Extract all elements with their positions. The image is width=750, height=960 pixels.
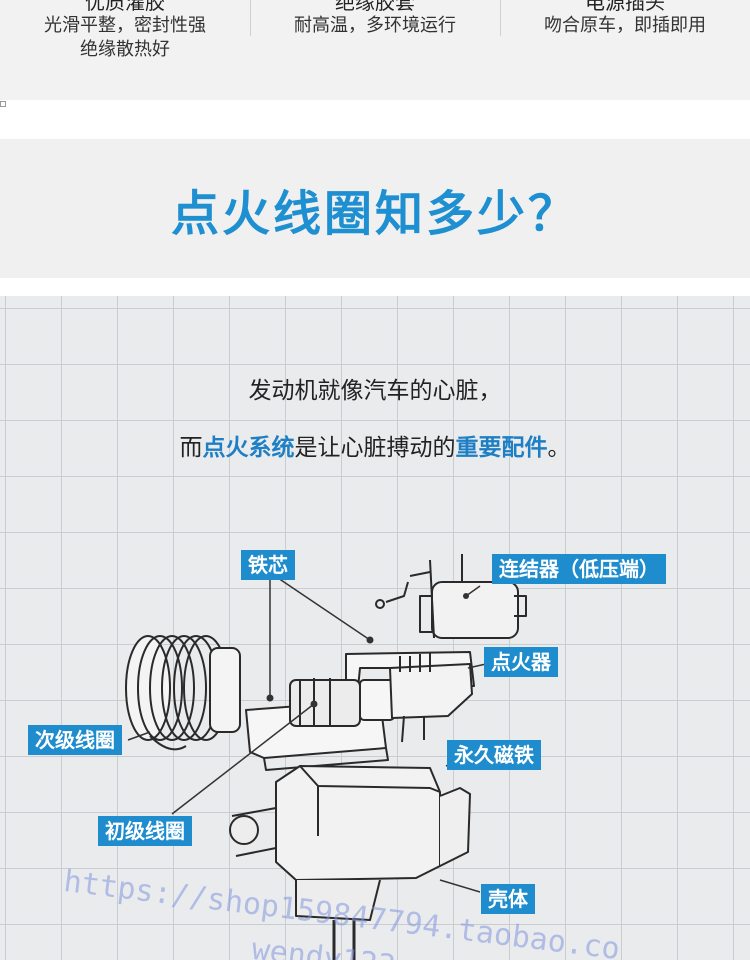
callout-permanent-magnet: 永久磁铁 xyxy=(447,740,541,770)
feature-desc: 耐高温，多环境运行 xyxy=(294,15,456,36)
callout-igniter: 点火器 xyxy=(484,647,558,677)
callout-secondary-coil: 次级线圈 xyxy=(28,725,122,755)
intro-text: 是让心脏搏动的 xyxy=(294,435,456,461)
intro-line-1: 发动机就像汽车的心脏， xyxy=(248,378,502,404)
intro-highlight-ignition-system: 点火系统 xyxy=(202,435,295,461)
connector-drawing xyxy=(375,554,527,639)
callout-primary-coil: 初级线圈 xyxy=(98,816,192,846)
feature-desc: 光滑平整，密封性强 绝缘散热好 xyxy=(44,15,206,60)
exploded-coil-illustration xyxy=(125,554,527,960)
igniter-drawing xyxy=(389,652,473,743)
callout-connector: 连结器（低压端） xyxy=(492,554,666,584)
feature-title: 绝缘胶套 xyxy=(335,0,415,14)
intro-line-2: 而点火系统是让心脏搏动的重要配件。 xyxy=(0,428,750,462)
leader-lines xyxy=(127,577,487,893)
feature-insulation: 绝缘胶套 耐高温，多环境运行 xyxy=(250,0,500,100)
feature-title: 优质灌胶 xyxy=(85,0,165,14)
callout-iron-core: 铁芯 xyxy=(241,550,295,580)
ignition-coil-diagram: 发动机就像汽车的心脏， 而点火系统是让心脏搏动的重要配件。 xyxy=(0,296,750,960)
housing-drawing xyxy=(229,765,471,960)
section-heading-band: 点火线圈知多少？ xyxy=(0,139,750,278)
feature-title: 电源插头 xyxy=(585,0,665,14)
secondary-coil-drawing xyxy=(125,635,241,751)
intro-text: 而 xyxy=(179,435,203,461)
anchor-marker xyxy=(0,101,6,107)
intro-text: 。 xyxy=(547,435,571,461)
feature-plug: 电源插头 吻合原车，即插即用 xyxy=(500,0,750,100)
section-heading: 点火线圈知多少？ xyxy=(170,185,579,242)
callout-housing: 壳体 xyxy=(481,884,535,914)
features-strip: 优质灌胶 光滑平整，密封性强 绝缘散热好 绝缘胶套 耐高温，多环境运行 电源插头… xyxy=(0,0,750,100)
feature-desc: 吻合原车，即插即用 xyxy=(544,15,706,36)
feature-potting: 优质灌胶 光滑平整，密封性强 绝缘散热好 xyxy=(0,0,250,100)
intro-highlight-important-part: 重要配件 xyxy=(455,435,548,461)
primary-coil-drawing xyxy=(289,678,395,727)
